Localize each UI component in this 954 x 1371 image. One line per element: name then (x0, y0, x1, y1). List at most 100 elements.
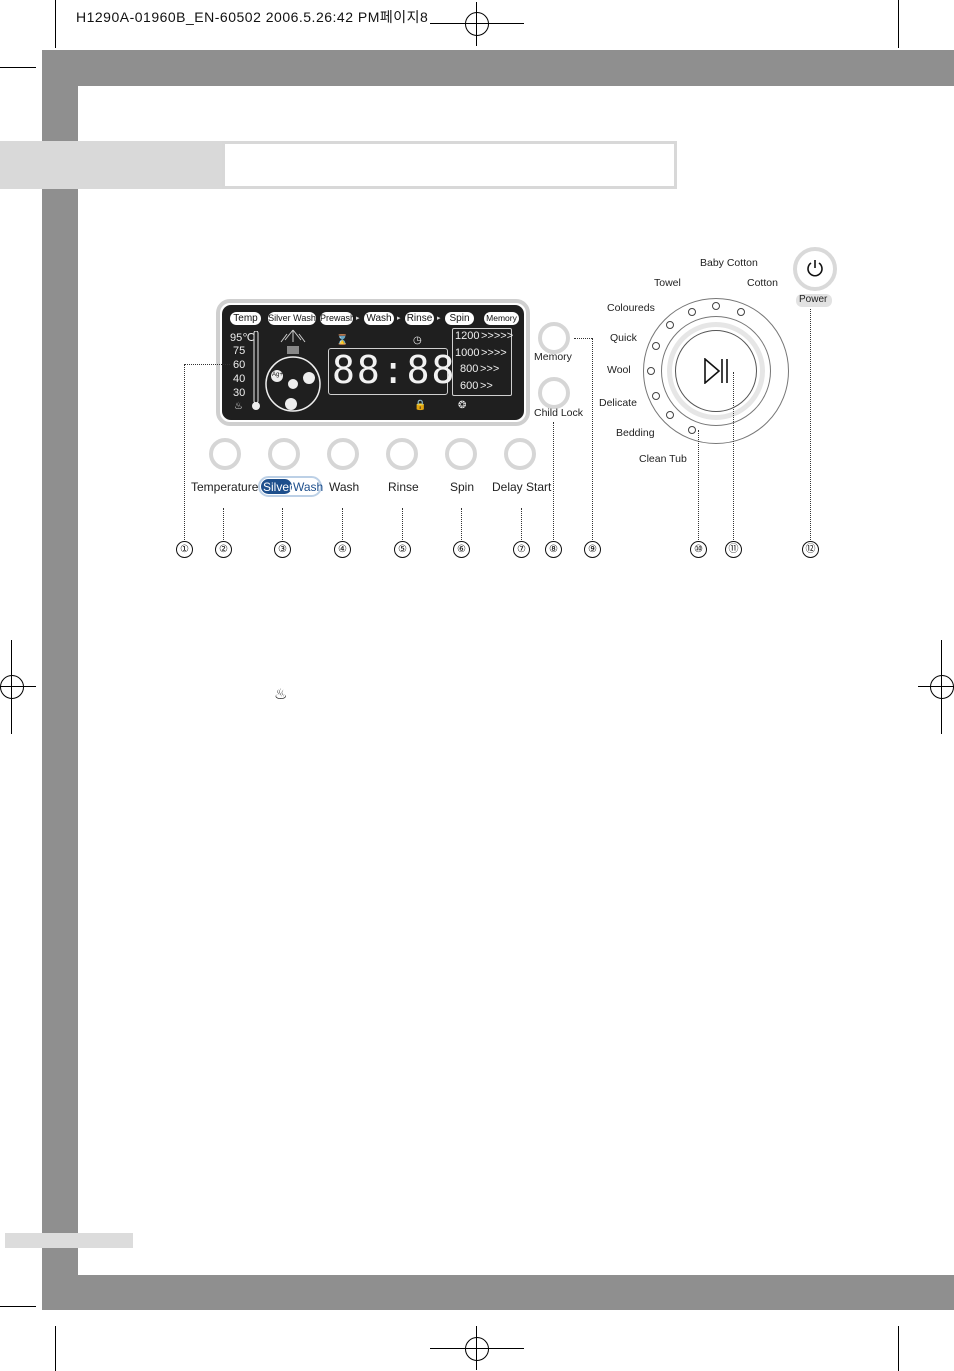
steam-icon: ♨ (234, 401, 243, 412)
registration-line (918, 686, 954, 687)
dial-label-delicate: Delicate (599, 397, 637, 409)
spin-1200: 1200 (455, 330, 480, 342)
leader-line (698, 430, 699, 540)
dial-label-wool: Wool (607, 364, 631, 376)
callout-9: ⑨ (584, 541, 601, 558)
lcd-tab-spin: Spin (445, 312, 474, 325)
leader-line (733, 372, 734, 540)
dial-dot (652, 392, 660, 400)
dial-label-coloureds: Coloureds (607, 302, 655, 314)
digit-frame (328, 348, 448, 395)
callout-2: ② (215, 541, 232, 558)
registration-line (0, 686, 36, 687)
spin-600: 600 (460, 380, 479, 392)
dial-dot (666, 321, 674, 329)
steam-icon: ♨ (274, 686, 288, 703)
memory-button[interactable] (538, 322, 570, 354)
leader-line (592, 338, 593, 540)
callout-3: ③ (274, 541, 291, 558)
dial-dot (688, 426, 696, 434)
callout-12: ⑫ (802, 541, 819, 558)
crop-mark (55, 1326, 56, 1371)
spin-speed-box (452, 328, 512, 396)
dial-label-baby-cotton: Baby Cotton (700, 257, 758, 269)
ag-label: Ag+ (272, 372, 283, 378)
lcd-tab-prewash: Prewash (320, 312, 356, 325)
leader-line (342, 508, 343, 540)
dial-label-quick: Quick (610, 332, 637, 344)
registration-line (430, 23, 524, 24)
silver-wash-button[interactable] (268, 438, 300, 470)
spin-button[interactable] (445, 438, 477, 470)
registration-mark (0, 675, 24, 699)
left-margin-bar (42, 50, 78, 1310)
temperature-button[interactable] (209, 438, 241, 470)
silver-ion-icon (263, 328, 323, 414)
arrow-icon: ▸ (397, 315, 401, 322)
leader-line (223, 508, 224, 540)
silver-wash-label: Wash (293, 480, 324, 494)
callout-1: ① (176, 541, 193, 558)
callout-7: ⑦ (513, 541, 530, 558)
registration-line (941, 640, 942, 734)
program-dial[interactable] (643, 298, 789, 444)
silver-wash-badge-fill (261, 479, 292, 494)
registration-mark (930, 675, 954, 699)
dial-dot (666, 411, 674, 419)
temperature-label: Temperature (191, 480, 259, 494)
dial-dot (712, 302, 720, 310)
wash-label: Wash (329, 480, 360, 494)
start-pause-ring (661, 316, 771, 426)
clock-icon: ◷ (413, 335, 422, 346)
start-pause-button[interactable] (675, 330, 757, 412)
registration-line (430, 1348, 524, 1349)
leader-line (461, 508, 462, 540)
crop-mark (898, 1326, 899, 1371)
callout-11: ⑪ (725, 541, 742, 558)
power-button[interactable] (793, 247, 837, 291)
rinse-label: Rinse (388, 480, 419, 494)
wash-button[interactable] (327, 438, 359, 470)
memory-label: Memory (534, 351, 572, 363)
temp-30: 30 (233, 387, 246, 399)
child-lock-label: Child Lock (534, 407, 584, 419)
leader-line (521, 508, 522, 540)
lcd-tab-wash: Wash (364, 312, 394, 325)
play-pause-icon (703, 357, 731, 385)
section-tab (0, 141, 222, 189)
dial-dot (737, 308, 745, 316)
settings-icon: ❂ (458, 400, 467, 411)
power-icon (806, 259, 824, 277)
delay-start-button[interactable] (504, 438, 536, 470)
footer-tab (5, 1233, 133, 1248)
spin-label: Spin (450, 480, 475, 494)
rinse-button[interactable] (386, 438, 418, 470)
leader-line (184, 364, 185, 540)
callout-8: ⑧ (545, 541, 562, 558)
dial-label-cotton: Cotton (747, 277, 778, 289)
dial-label-towel: Towel (654, 277, 681, 289)
time-digits: 88:88 (332, 348, 457, 392)
title-box (222, 141, 677, 189)
spin-800: 800 (460, 363, 479, 375)
arrow-icon: ▸ (437, 315, 441, 322)
hourglass-icon: ⌛ (336, 335, 349, 346)
child-lock-button[interactable] (538, 377, 570, 409)
callout-10: ⑩ (690, 541, 707, 558)
temp-95: 95℃ (230, 332, 255, 344)
spin-800-arrows: >>> (480, 363, 500, 375)
spin-600-arrows: >> (480, 380, 493, 392)
power-label: Power (799, 294, 828, 305)
dial-dot (688, 308, 696, 316)
arrow-icon: ▸ (356, 315, 360, 322)
lcd-tab-memory: Memory (484, 312, 519, 325)
dial-dot (652, 342, 660, 350)
callout-4: ④ (334, 541, 351, 558)
spin-1200-arrows: >>>>> (481, 330, 514, 342)
lcd-tab-temp: Temp (230, 312, 261, 325)
dial-dot (647, 367, 655, 375)
start-pause-halo (667, 322, 765, 420)
leader-line (184, 364, 230, 365)
leader-line (553, 422, 554, 540)
crop-mark (55, 0, 56, 48)
